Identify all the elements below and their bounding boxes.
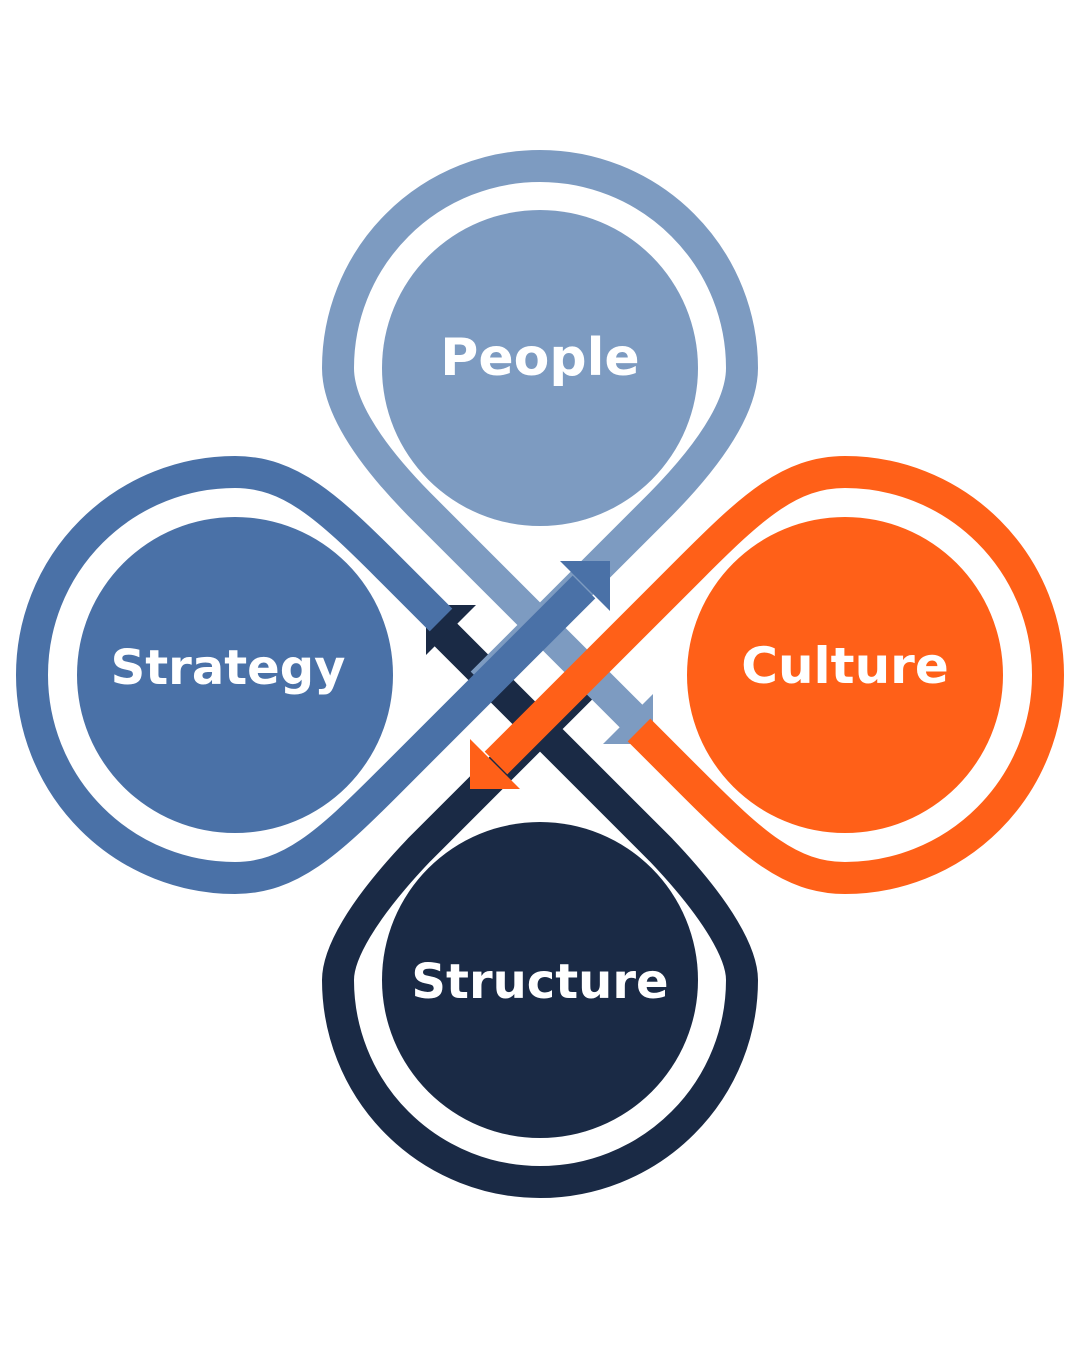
structure-node: Structure [382,822,698,1138]
strategy-label: Strategy [111,640,346,696]
strategy-arrow-head-icon [560,561,610,611]
structure-loop-band [322,618,758,1198]
culture-loop-band [484,456,1064,894]
strategy-loop [16,456,610,894]
strategy-circle [77,517,393,833]
culture-circle [687,517,1003,833]
people-label: People [440,328,639,388]
people-loop-band-main [322,150,758,730]
people-circle [382,210,698,526]
culture-arrow-head-icon [470,739,520,789]
structure-circle [382,822,698,1138]
culture-node: Culture [687,517,1003,833]
strategy-loop-band [16,456,596,894]
structure-label: Structure [411,954,668,1010]
strategy-node: Strategy [77,517,393,833]
culture-label: Culture [741,637,949,695]
culture-loop [470,456,1064,894]
people-node: People [382,210,698,526]
